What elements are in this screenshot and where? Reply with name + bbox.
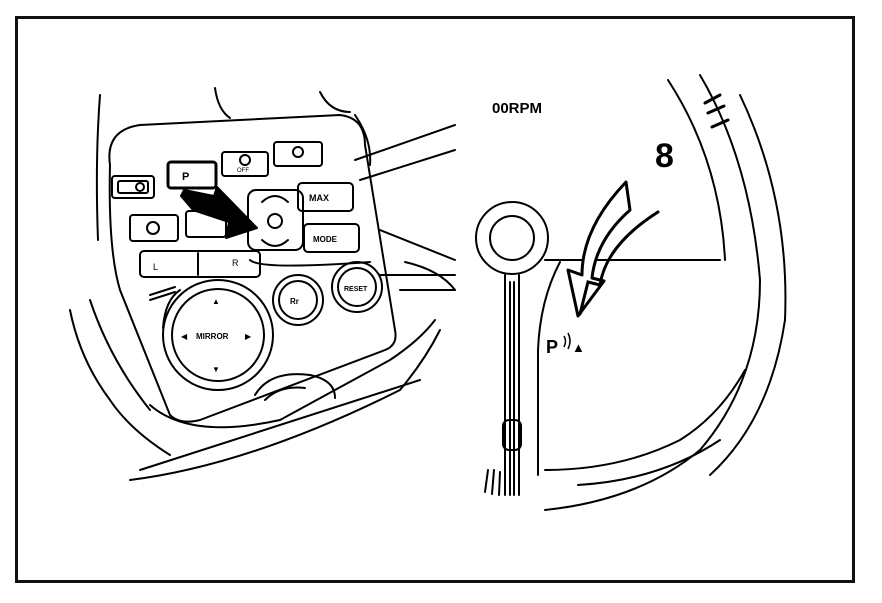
temp-left-label: L (153, 262, 158, 272)
defrost-rear-button[interactable] (111, 175, 155, 199)
park-button-label: P (182, 171, 189, 183)
mirror-down-arrow: ▼ (212, 365, 220, 374)
recirc-button[interactable] (247, 189, 304, 251)
max-button[interactable] (297, 182, 354, 212)
sonar-waves-icon (563, 332, 571, 350)
front-defrost-button[interactable] (129, 214, 179, 242)
indicator-arrow (566, 180, 660, 318)
rpm-label: 00RPM (492, 100, 542, 117)
mode-label: MODE (313, 235, 338, 244)
rear-fog-button[interactable] (272, 274, 324, 326)
park-assist-button[interactable] (166, 160, 218, 190)
park-assist-indicator: P ▲ (546, 332, 585, 357)
mirror-right-arrow: ▶ (245, 332, 252, 341)
indicator-p-letter: P (546, 337, 558, 357)
press-arrow (180, 186, 258, 239)
mirror-left-arrow: ◀ (181, 332, 188, 341)
mode-button[interactable] (303, 223, 360, 253)
tach-number-8: 8 (655, 137, 674, 175)
mirror-control-dial[interactable] (171, 288, 265, 382)
gauge-needle (475, 201, 549, 496)
mirror-up-arrow: ▲ (212, 297, 220, 306)
indicator-warning-symbol: ▲ (572, 340, 585, 355)
meter-cluster (537, 74, 787, 511)
rear-fog-label: Rr (290, 297, 299, 306)
reset-button[interactable] (331, 261, 383, 313)
center-console (69, 87, 456, 481)
fan-button[interactable] (273, 141, 323, 167)
ac-off-label: OFF (237, 168, 249, 174)
max-label: MAX (309, 193, 329, 203)
temp-right-label: R (232, 258, 239, 268)
ac-off-button[interactable] (221, 151, 269, 177)
reset-label: RESET (344, 286, 368, 293)
mirror-label: MIRROR (196, 332, 229, 341)
mirror-control-outer (162, 279, 274, 391)
